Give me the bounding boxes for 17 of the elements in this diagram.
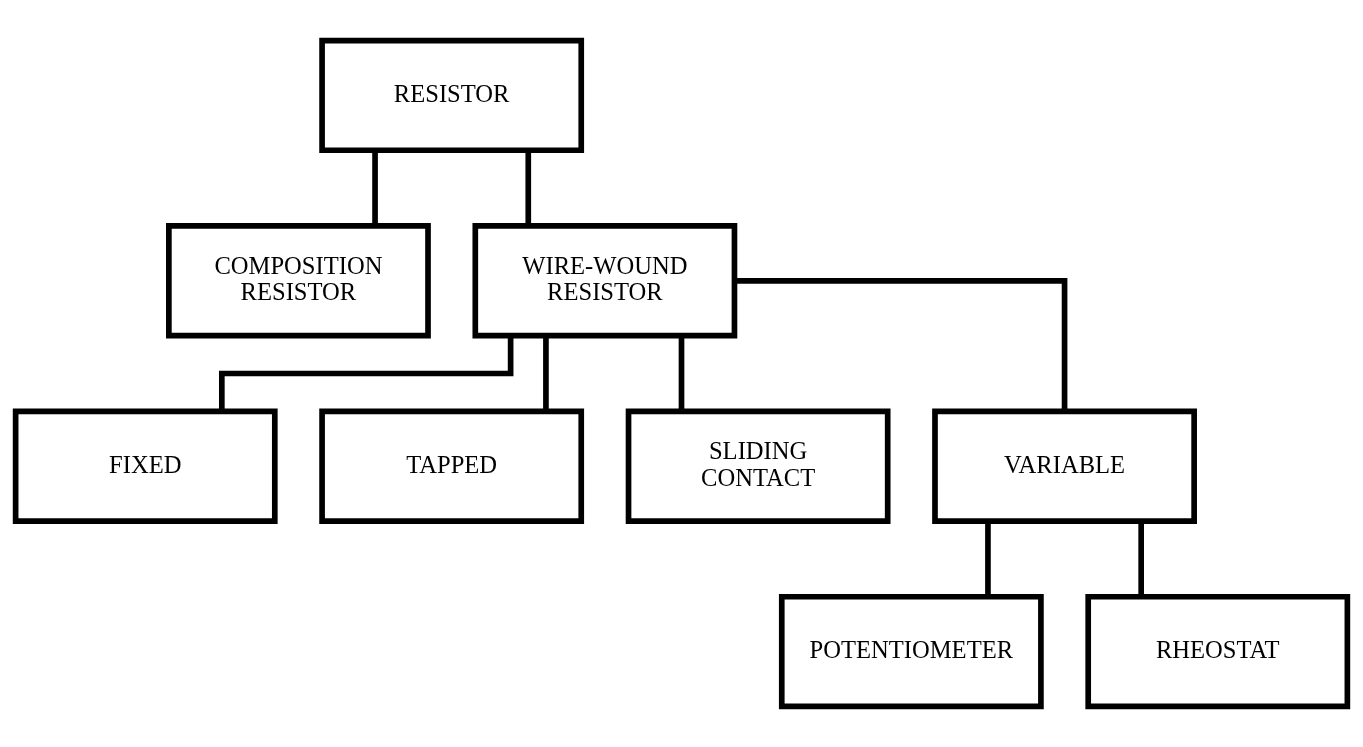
- node-box: SLIDING CONTACT: [625, 408, 891, 524]
- connector: [985, 521, 991, 597]
- node-box: WIRE-WOUND RESISTOR: [472, 223, 738, 339]
- connector: [543, 335, 549, 411]
- node-box: TAPPED: [319, 408, 585, 524]
- connector: [734, 277, 1068, 412]
- node-box: COMPOSITION RESISTOR: [166, 223, 431, 339]
- connector: [1138, 521, 1144, 597]
- node-box: RESISTOR: [319, 37, 585, 154]
- node-box: FIXED: [12, 408, 278, 524]
- node-box: RHEOSTAT: [1085, 593, 1351, 710]
- node-box: POTENTIOMETER: [778, 593, 1044, 710]
- connector: [219, 335, 514, 412]
- node-box: VARIABLE: [932, 408, 1197, 524]
- connector: [525, 150, 532, 226]
- connector: [678, 335, 685, 411]
- connector: [372, 150, 378, 226]
